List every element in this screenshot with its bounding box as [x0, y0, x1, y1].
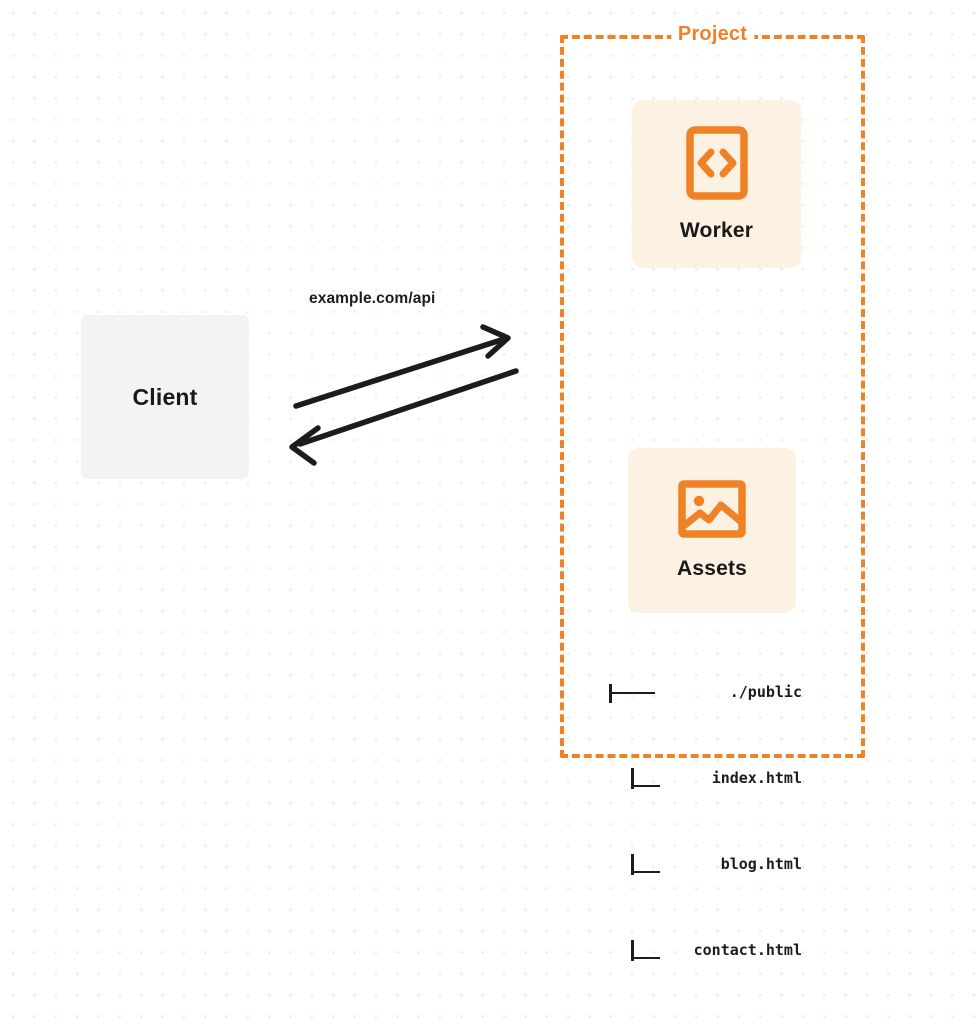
- group-project: Project: [560, 23, 865, 758]
- file-tree-name: ./public: [729, 682, 802, 701]
- tree-branch-pipe-icon: [606, 939, 668, 961]
- node-worker[interactable]: Worker: [632, 100, 801, 268]
- image-picture-icon: [678, 480, 746, 543]
- node-client[interactable]: Client: [81, 315, 249, 479]
- file-tree-row: blog.html: [606, 853, 802, 875]
- file-tree-name: index.html: [711, 768, 802, 787]
- assets-file-tree: ./public index.html blog.html contact.ht…: [606, 617, 802, 1026]
- file-tree-name: blog.html: [720, 854, 802, 873]
- node-client-label: Client: [132, 383, 198, 410]
- edge-label-request: example.com/api: [309, 290, 436, 307]
- tree-branch-tee-icon: [606, 682, 668, 704]
- tree-branch-pipe-icon: [606, 853, 668, 875]
- node-assets[interactable]: Assets: [628, 448, 796, 613]
- diagram-canvas: Client example.com/api Project Worker: [81, 23, 865, 961]
- arrow-response: [289, 368, 519, 466]
- node-worker-label: Worker: [679, 218, 754, 242]
- node-assets-label: Assets: [676, 557, 748, 580]
- arrow-request: [293, 324, 511, 409]
- file-tree-name: contact.html: [693, 940, 802, 959]
- group-project-label: Project: [670, 23, 755, 47]
- file-tree-row: ./public: [606, 682, 802, 704]
- tree-branch-pipe-icon: [606, 767, 668, 789]
- code-brackets-icon: [685, 125, 748, 205]
- file-tree-row: index.html: [606, 767, 802, 789]
- file-tree-row: contact.html: [606, 939, 802, 961]
